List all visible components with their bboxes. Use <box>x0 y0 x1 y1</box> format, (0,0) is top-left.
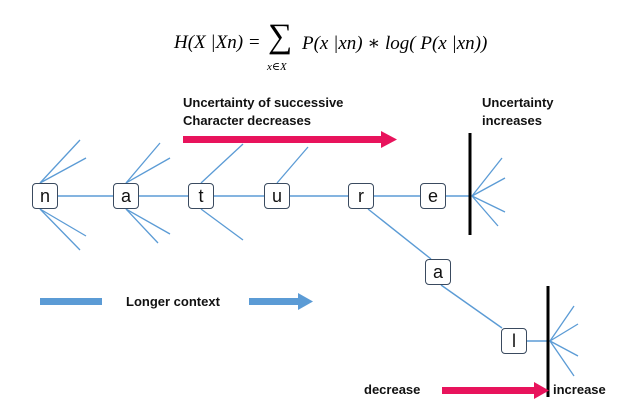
branch-line <box>39 157 87 184</box>
branch-line <box>125 208 159 244</box>
chain-connectors <box>58 195 548 342</box>
branch-line <box>549 340 575 377</box>
uncertainty-increases-line1: Uncertainty <box>482 95 554 110</box>
uncertainty-successive-line1: Uncertainty of successive <box>183 95 344 110</box>
branch-line <box>125 142 161 184</box>
formula-rhs: P(x |xn) ∗ log( P(x |xn)) <box>302 33 488 54</box>
context-arrow <box>249 293 313 310</box>
node-l: l <box>501 328 527 354</box>
branch-line <box>39 139 81 184</box>
longer-context-label: Longer context <box>126 294 220 309</box>
context-bar <box>40 298 102 305</box>
branch-line <box>549 323 579 342</box>
summation-index: x∈X <box>267 61 287 73</box>
branch-line <box>125 157 171 184</box>
branch-line <box>125 208 171 235</box>
node-a: a <box>113 183 139 209</box>
branch-line <box>39 208 87 237</box>
node-r: r <box>348 183 374 209</box>
edge-r-a <box>367 208 432 260</box>
branch-line <box>549 340 579 357</box>
decrease-label: decrease <box>364 382 421 397</box>
node-t: t <box>188 183 214 209</box>
uncertainty-increases-label: Uncertainty increases <box>482 94 554 130</box>
edge-a-l <box>440 284 503 329</box>
increase-label: increase <box>553 382 606 397</box>
node-u: u <box>264 183 290 209</box>
uncertainty-successive-line2: Character decreases <box>183 113 311 128</box>
summation-symbol: ∑ <box>268 18 293 55</box>
node-e: e <box>420 183 446 209</box>
node-a-branch: a <box>425 259 451 285</box>
entropy-formula: H(X |Xn) = ∑ x∈X P(x |xn) ∗ log( P(x |xn… <box>150 18 530 80</box>
branch-line <box>39 208 81 251</box>
uncertainty-decrease-arrow <box>183 131 397 148</box>
branch-line <box>549 305 575 342</box>
uncertainty-successive-label: Uncertainty of successive Character decr… <box>183 94 343 130</box>
branch-line <box>276 146 309 184</box>
node-n: n <box>32 183 58 209</box>
uncertainty-increases-line2: increases <box>482 113 542 128</box>
branch-line <box>471 195 499 227</box>
branch-line <box>471 177 506 197</box>
branch-fans <box>39 139 579 377</box>
branch-line <box>200 208 244 241</box>
branch-line <box>200 143 244 184</box>
decrease-arrow <box>442 382 549 399</box>
formula-lhs: H(X |Xn) = <box>174 32 261 53</box>
branch-line <box>471 157 503 197</box>
branch-line <box>471 195 506 213</box>
